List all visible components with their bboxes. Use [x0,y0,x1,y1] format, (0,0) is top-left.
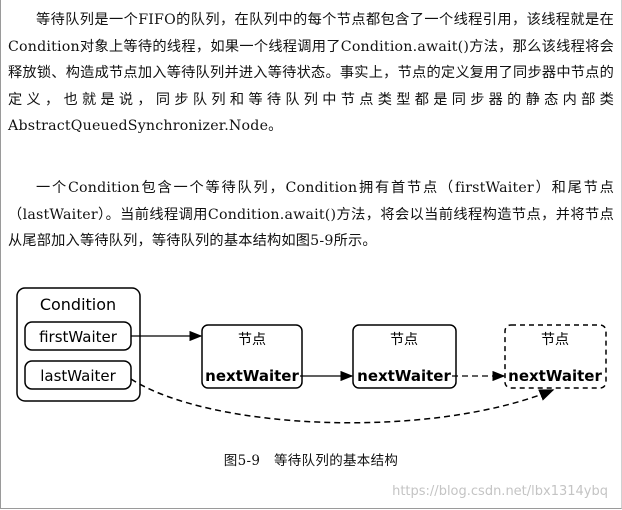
figure-caption: 图5-9 等待队列的基本结构 [223,453,399,469]
node-1-field: nextWaiter [205,367,299,385]
node-2-field: nextWaiter [357,367,451,385]
condition-title: Condition [40,295,116,314]
node-1-title: 节点 [238,332,266,348]
wait-queue-diagram: Condition firstWaiter lastWaiter 节点 next… [16,287,607,424]
last-waiter-box [24,360,132,390]
node-2-box [352,324,457,389]
node-2-title: 节点 [390,332,418,348]
last-waiter-label: lastWaiter [40,367,116,385]
node-3-title: 节点 [541,332,569,348]
first-waiter-label: firstWaiter [39,328,118,346]
paragraph-1: 等待队列是一个FIFO的队列，在队列中的每个节点都包含了一个线程引用，该线程就是… [8,12,614,134]
watermark: https://blog.csdn.net/lbx1314ybq [392,484,608,499]
paragraph-2: 一个Condition包含一个等待队列，Condition拥有首节点（first… [8,180,614,249]
node-3-field: nextWaiter [508,367,602,385]
node-1-box [201,324,303,389]
node-3-box [504,324,607,389]
arrow-last-waiter-to-node-3 [130,378,555,424]
